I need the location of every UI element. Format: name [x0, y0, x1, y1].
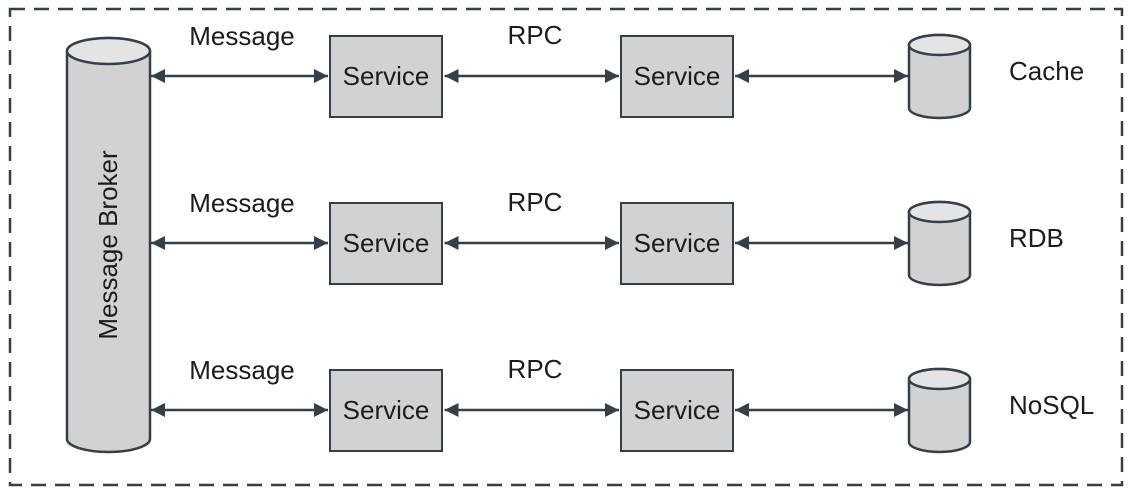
message-arrow-label-row3: Message [189, 355, 295, 385]
rdb-cylinder [907, 200, 972, 287]
cache-cylinder [907, 33, 972, 120]
service-box-row1-right: Service [620, 35, 734, 118]
service-box-row3-left: Service [329, 369, 443, 452]
rpc-arrow-label-row1: RPC [507, 20, 563, 50]
rpc-arrow-label-row2: RPC [507, 187, 563, 217]
nosql-cylinder-top [907, 367, 972, 391]
nosql-label: NoSQL [1009, 390, 1095, 420]
rdb-label: RDB [1009, 223, 1064, 253]
service-box-row2-left: Service [329, 202, 443, 285]
cache-label: Cache [1009, 56, 1085, 86]
diagram-dashed-border [8, 7, 1124, 487]
service-box-row2-right: Service [620, 202, 734, 285]
service-box-row1-left: Service [329, 35, 443, 118]
rdb-cylinder-top [907, 200, 972, 224]
message-broker-cylinder-top [65, 36, 152, 66]
message-broker-cylinder [65, 36, 152, 454]
message-arrow-label-row2: Message [189, 188, 295, 218]
cache-cylinder-top [907, 33, 972, 57]
service-box-row3-right: Service [620, 369, 734, 452]
message-broker-label: Message Broker [93, 150, 123, 340]
rpc-arrow-label-row3: RPC [507, 354, 563, 384]
nosql-cylinder [907, 367, 972, 454]
message-arrow-label-row1: Message [189, 21, 295, 51]
